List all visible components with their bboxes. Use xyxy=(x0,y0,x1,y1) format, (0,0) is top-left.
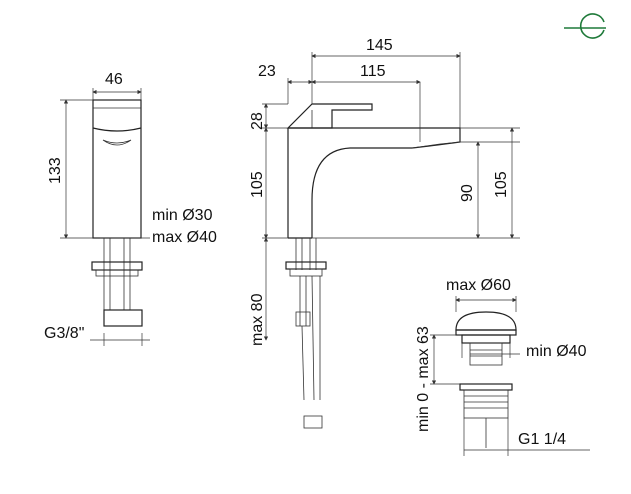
min-hole-label: min Ø30 xyxy=(152,207,213,224)
front-view xyxy=(262,52,520,429)
max-thickness-label: max 80 xyxy=(249,293,266,346)
body-height-label: 105 xyxy=(249,171,266,198)
max-hole-label: max Ø40 xyxy=(152,229,217,246)
waste-cap-outline xyxy=(455,311,517,331)
thread-label: G3/8" xyxy=(44,325,84,342)
lever-outline xyxy=(286,103,373,129)
waste-thread-label: G1 1/4 xyxy=(518,431,566,448)
waste-hole-label: min Ø40 xyxy=(526,343,587,360)
lever-height-label: 28 xyxy=(249,112,266,130)
cap-diameter-label: max Ø60 xyxy=(446,277,511,294)
right-height-label: 105 xyxy=(493,171,510,198)
e-logo-icon xyxy=(564,13,606,39)
side-height-label: 133 xyxy=(47,157,64,184)
waste-drawing xyxy=(430,296,590,456)
side-view xyxy=(60,88,150,346)
spout-height-label: 90 xyxy=(459,184,476,202)
side-width-label: 46 xyxy=(105,71,123,88)
side-body-outline xyxy=(92,99,142,239)
lever-offset-label: 23 xyxy=(258,63,276,80)
waste-range-label: min 0 - max 63 xyxy=(415,326,432,432)
spout-reach-label: 115 xyxy=(360,63,386,80)
overall-length-label: 145 xyxy=(366,37,393,54)
